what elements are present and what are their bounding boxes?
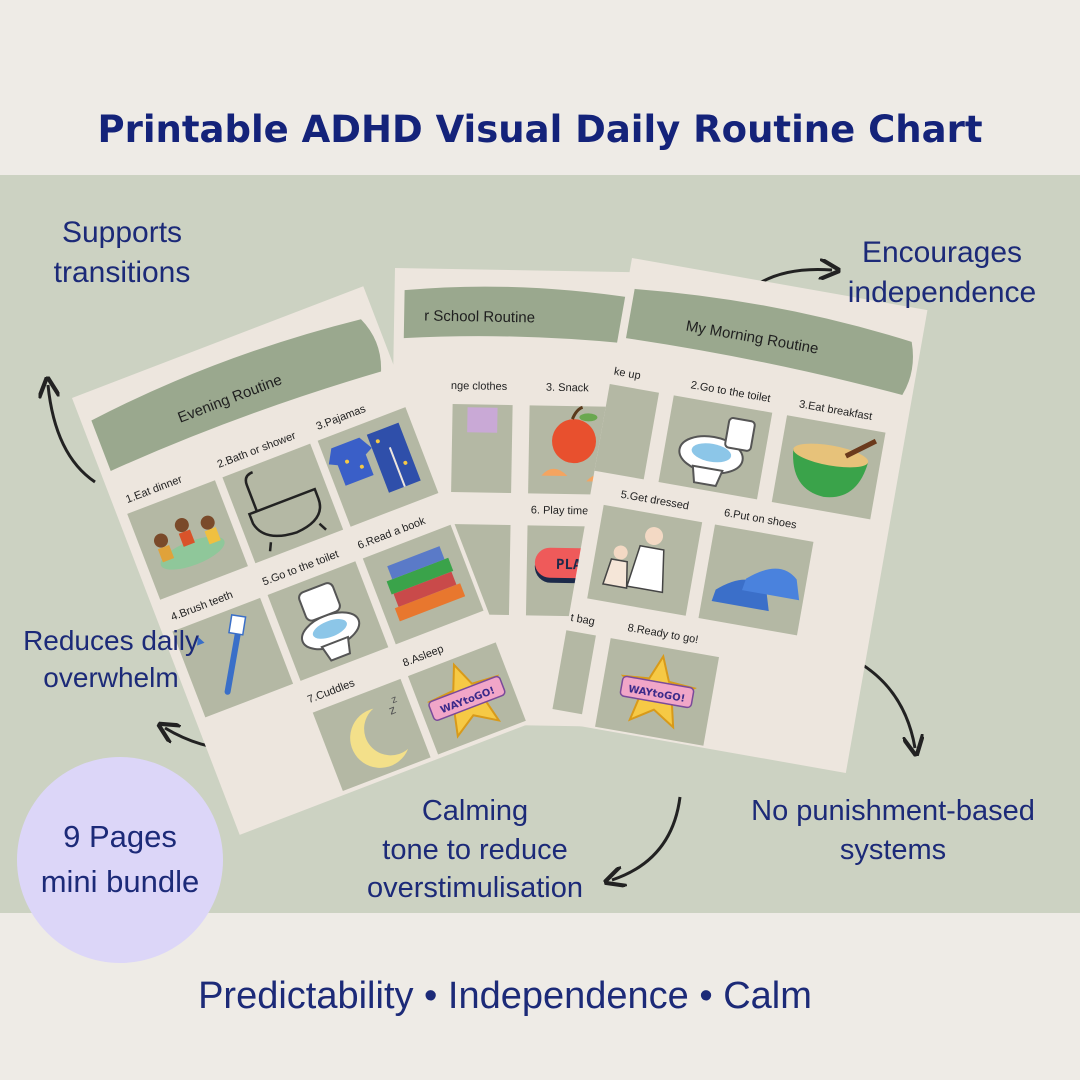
feature-encourages-independence: Encourages independence (847, 236, 1037, 309)
feature-supports-transitions: Supports transitions (53, 216, 191, 289)
books-icon (386, 546, 466, 622)
feature-no-punishment: No punishment-based systems (751, 795, 1035, 866)
moon-icon: z z (350, 694, 409, 768)
pages-badge: 9 Pages mini bundle (17, 757, 223, 963)
morning-routine-card: My Morning Routine ke up 2.Go to the toi… (550, 258, 928, 773)
bathtub-icon (244, 471, 327, 552)
morning-label-1: ke up (613, 366, 642, 382)
feature-reduces-overwhelm: Reduces daily overwhelm (23, 625, 199, 694)
svg-text:z: z (390, 694, 399, 706)
star-sticker-icon-evening: WAYtoGO! (426, 662, 506, 739)
toilet-icon-morning (678, 417, 756, 488)
getting-dressed-icon (601, 527, 665, 594)
arrow-supports-icon (48, 385, 96, 484)
svg-text:z: z (387, 702, 398, 717)
arrow-nopunish-icon (857, 660, 915, 748)
family-dinner-icon (154, 515, 225, 570)
school-label-6: 6. Play time (531, 504, 589, 517)
cereal-bowl-icon (793, 438, 878, 498)
arrow-calming-icon (612, 796, 682, 880)
school-label-3: 3. Snack (546, 382, 590, 395)
evening-routine-card: Evening Routine 1.Eat dinner 2.Bath or s… (72, 286, 531, 835)
school-label-2: nge clothes (451, 380, 508, 393)
shoes-icon (711, 568, 800, 612)
toilet-icon-evening (298, 582, 361, 662)
feature-calming-tone: Calming tone to reduce overstimulisation (367, 795, 583, 905)
toothbrush-icon (197, 613, 247, 695)
morning-label-7: t bag (570, 612, 596, 628)
pajamas-icon (328, 422, 421, 493)
tagline: Predictability • Independence • Calm (198, 975, 812, 1017)
star-sticker-icon-morning: WAYtoGO! (619, 653, 697, 730)
page-title: Printable ADHD Visual Daily Routine Char… (97, 108, 983, 151)
school-title: r School Routine (424, 308, 535, 327)
